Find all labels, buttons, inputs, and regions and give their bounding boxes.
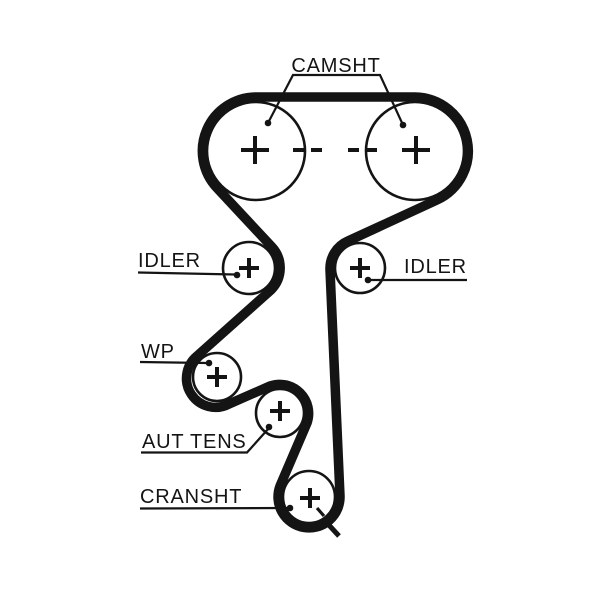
camshaft-left-leader-dot bbox=[264, 119, 272, 127]
camshaft-label: CAMSHT bbox=[291, 55, 380, 77]
idler-left-leader bbox=[137, 271, 236, 276]
water-pump-leader bbox=[139, 360, 207, 365]
center-cross-crankshaft bbox=[300, 488, 320, 508]
center-cross-camshaft-left bbox=[241, 136, 269, 164]
pulley-center-marks bbox=[207, 136, 430, 508]
center-cross-idler-left bbox=[239, 258, 259, 278]
crank-timing-dash-outer bbox=[325, 521, 341, 538]
crankshaft-timing-dashes bbox=[315, 506, 341, 538]
idler-right-leader-dot bbox=[364, 276, 372, 284]
center-cross-water-pump bbox=[207, 367, 227, 387]
crankshaft-leader bbox=[139, 506, 290, 510]
idler-left-leader-dot bbox=[233, 271, 241, 279]
center-cross-camshaft-right bbox=[402, 136, 430, 164]
crankshaft-leader-dot bbox=[286, 504, 294, 512]
crankshaft-label: CRANSHT bbox=[140, 486, 242, 508]
idler-right-label: IDLER bbox=[404, 256, 467, 278]
crank-timing-dash-inner bbox=[315, 506, 326, 518]
tensioner-leader-dot bbox=[265, 423, 273, 431]
labels: CAMSHT IDLER IDLER WP AUT TENS CRANSHT bbox=[138, 55, 467, 508]
leader-lines bbox=[137, 73, 467, 510]
water-pump-label: WP bbox=[141, 341, 175, 363]
camshaft-right-leader-dot bbox=[399, 121, 407, 129]
camshaft-leader-bracket bbox=[267, 73, 404, 126]
water-pump-leader-dot bbox=[205, 359, 213, 367]
timing-belt-path bbox=[181, 92, 474, 533]
idler-left-label: IDLER bbox=[138, 250, 201, 272]
tensioner-leader bbox=[141, 427, 270, 454]
leader-dots bbox=[205, 119, 407, 512]
center-cross-tensioner bbox=[270, 401, 290, 421]
center-cross-idler-right bbox=[350, 258, 370, 278]
tensioner-label: AUT TENS bbox=[142, 431, 247, 453]
